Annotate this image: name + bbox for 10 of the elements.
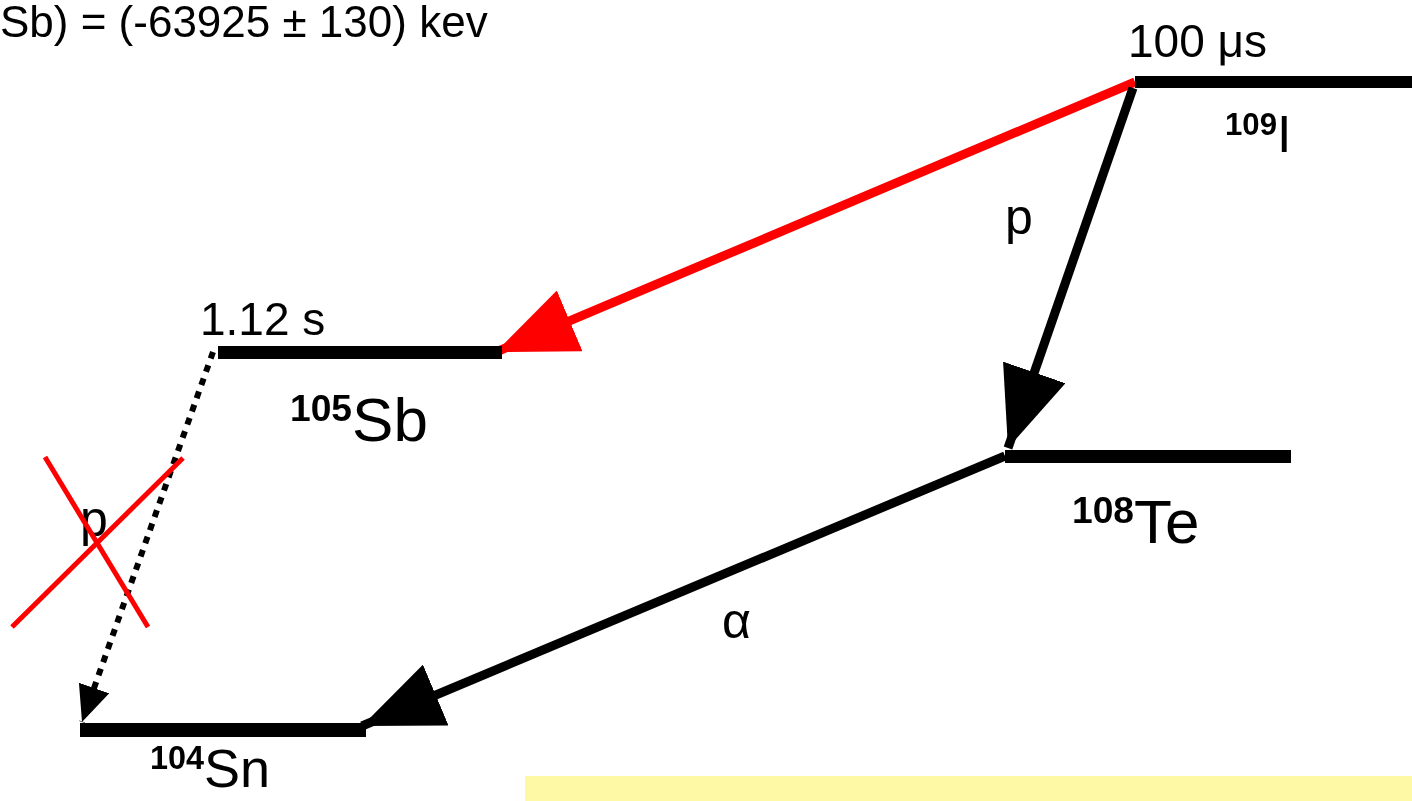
nuclide-label: $^{108}$Te	[1072, 491, 1200, 553]
nuclide-label: $^{105}$Sb	[290, 389, 428, 451]
arrow	[360, 451, 1007, 731]
arrow	[1003, 86, 1138, 450]
arrow	[78, 351, 216, 723]
nuclide-label: $^{104}$Sn	[150, 741, 271, 795]
half-life-label: 1.12 s	[200, 296, 326, 342]
half-life-label: 100 μs	[1128, 18, 1268, 64]
mass-excess-note: Sb) = (-63925 ± 130) kev	[0, 0, 488, 44]
nuclide-label: $^{109}$I	[1225, 108, 1292, 160]
